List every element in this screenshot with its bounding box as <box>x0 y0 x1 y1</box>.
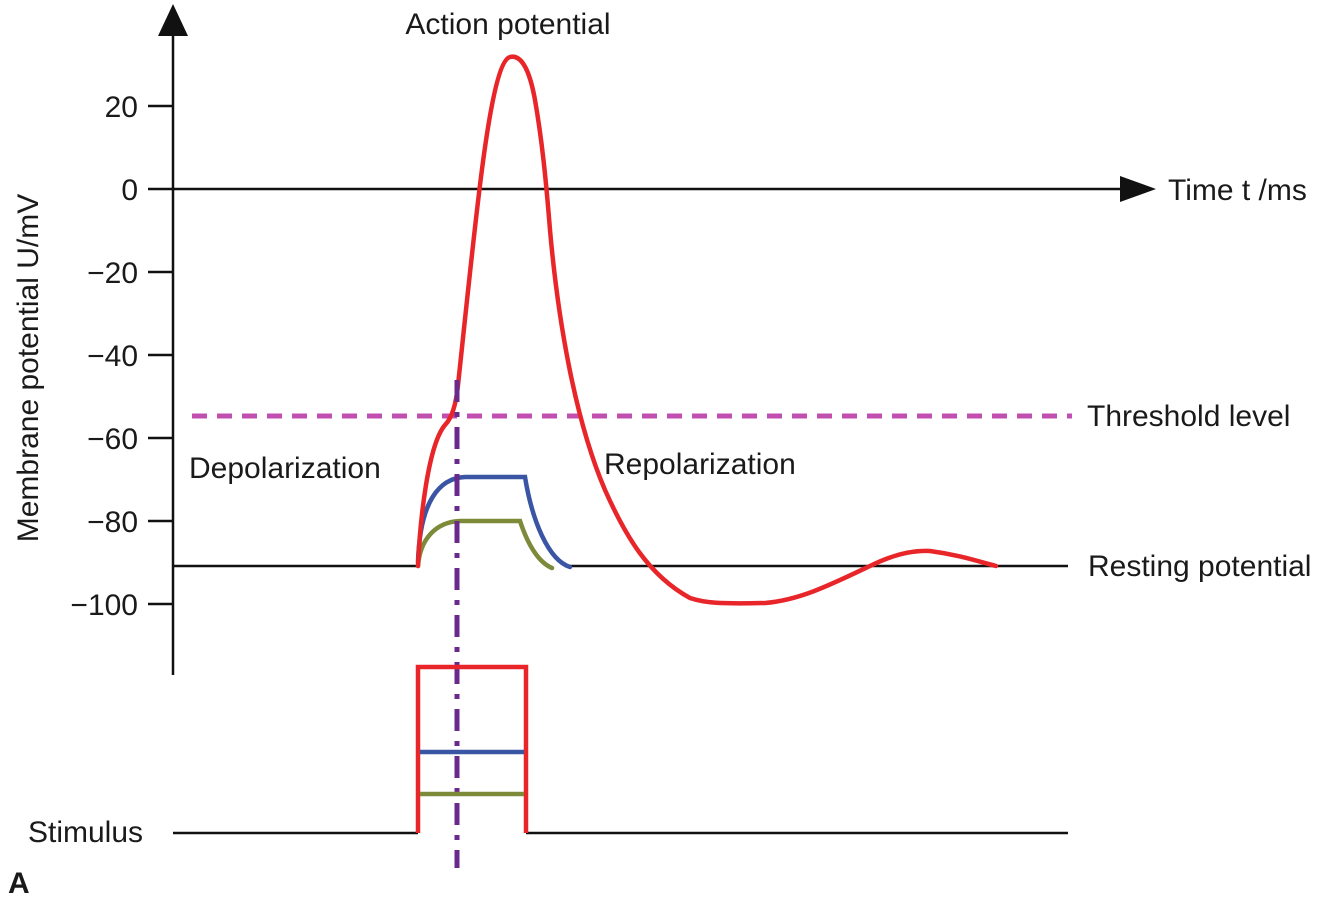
y-tick-marks <box>148 104 173 606</box>
y-tick-label: −20 <box>87 257 138 290</box>
suprathreshold-stimulus-pulse <box>415 664 529 833</box>
depolarization-label: Depolarization <box>189 452 381 485</box>
axes: 20 0 −20 −40 −60 −80 −100 Membrane poten… <box>12 4 1307 675</box>
y-tick-labels: 20 0 −20 −40 −60 −80 −100 <box>70 91 138 622</box>
strong-subthreshold-response <box>415 474 573 570</box>
title: Action potential <box>405 8 610 41</box>
x-axis-arrowhead <box>1120 176 1156 202</box>
y-tick-label: −60 <box>87 423 138 456</box>
y-tick-label: −80 <box>87 506 138 539</box>
y-tick-label: 20 <box>105 91 138 124</box>
y-axis-label: Membrane potential U/mV <box>12 194 45 543</box>
resting-potential-label: Resting potential <box>1088 550 1311 583</box>
weak-subthreshold-response <box>415 518 555 571</box>
y-tick-label: −40 <box>87 340 138 373</box>
panel-label: A <box>8 867 30 900</box>
y-tick-label: −100 <box>70 589 138 622</box>
stimulus-label: Stimulus <box>28 816 143 849</box>
repolarization-label: Repolarization <box>604 448 796 481</box>
threshold-label: Threshold level <box>1087 400 1290 433</box>
x-axis-label: Time t /ms <box>1168 174 1307 207</box>
stimulus-traces: Stimulus <box>28 664 1068 849</box>
y-tick-label: 0 <box>121 174 138 207</box>
y-axis-arrowhead <box>158 4 188 36</box>
